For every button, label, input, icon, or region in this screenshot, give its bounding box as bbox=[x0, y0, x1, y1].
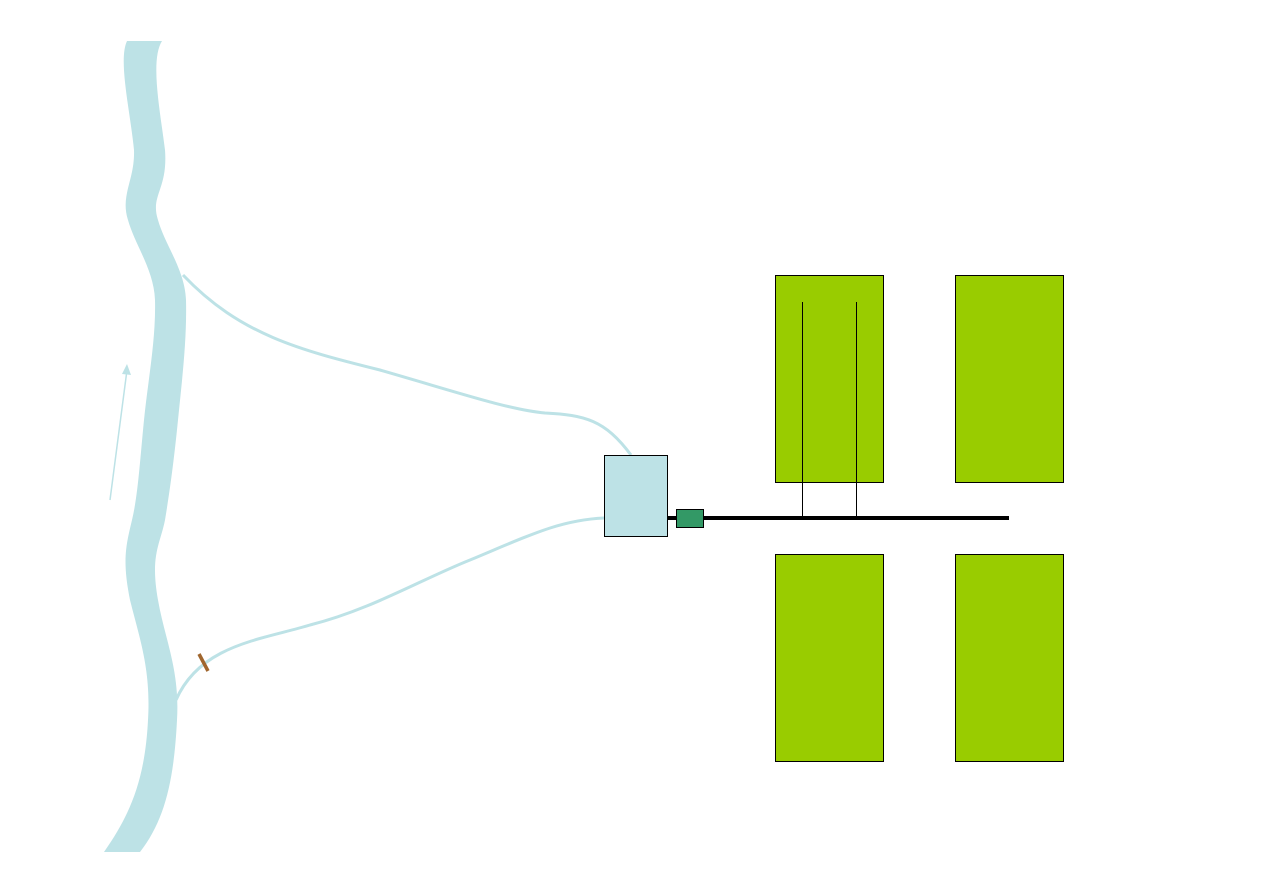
river bbox=[104, 41, 187, 852]
return-canal bbox=[174, 516, 605, 701]
field bbox=[955, 275, 1064, 483]
reservoir bbox=[604, 455, 668, 537]
field bbox=[775, 554, 884, 762]
sluice-gate bbox=[197, 653, 210, 672]
field bbox=[775, 275, 884, 483]
flow-arrowhead bbox=[122, 364, 131, 375]
pump bbox=[676, 509, 704, 528]
intake-canal bbox=[181, 273, 633, 456]
flow-direction-arrow bbox=[109, 369, 128, 501]
field bbox=[955, 554, 1064, 762]
